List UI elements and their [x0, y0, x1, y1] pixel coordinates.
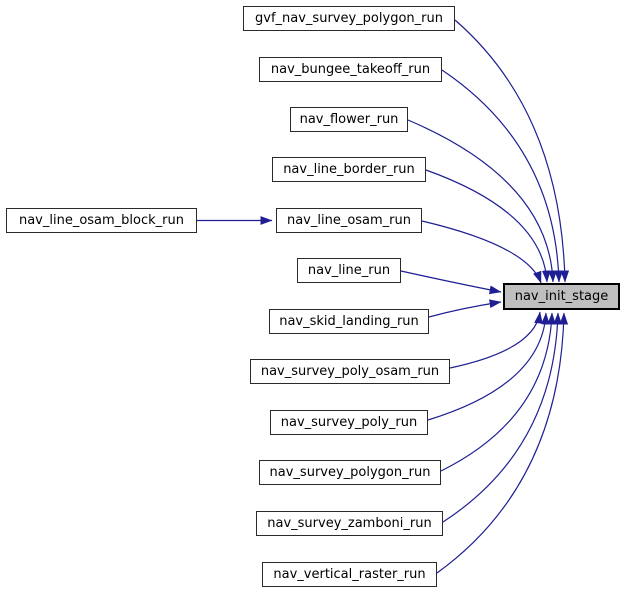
node-nav-bungee-takeoff-run[interactable]: nav_bungee_takeoff_run	[259, 57, 442, 82]
node-nav-vertical-raster-run[interactable]: nav_vertical_raster_run	[262, 562, 437, 587]
node-nav-survey-poly-osam-run[interactable]: nav_survey_poly_osam_run	[250, 359, 450, 384]
node-nav-line-border-run[interactable]: nav_line_border_run	[272, 157, 426, 182]
node-nav-line-run[interactable]: nav_line_run	[297, 258, 401, 283]
node-nav-survey-polygon-run[interactable]: nav_survey_polygon_run	[259, 460, 441, 485]
edge-flower	[407, 119, 557, 283]
node-nav-survey-poly-run[interactable]: nav_survey_poly_run	[270, 410, 428, 435]
node-gvf-nav-survey-polygon-run[interactable]: gvf_nav_survey_polygon_run	[243, 6, 455, 31]
node-nav-skid-landing-run[interactable]: nav_skid_landing_run	[269, 309, 429, 334]
edge-skid-landing	[428, 299, 502, 318]
edge-line-run	[400, 270, 502, 295]
edge-bungee-takeoff	[441, 69, 564, 283]
node-nav-init-stage: nav_init_stage	[503, 283, 620, 310]
edge-line-osam	[421, 220, 542, 284]
node-nav-survey-zamboni-run[interactable]: nav_survey_zamboni_run	[256, 511, 443, 536]
node-nav-line-osam-run[interactable]: nav_line_osam_run	[276, 208, 422, 233]
edge-line-border	[425, 169, 551, 283]
edge-survey-poly-osam	[449, 311, 543, 369]
edge-survey-poly	[427, 312, 550, 421]
edge-survey-polygon	[440, 312, 556, 472]
node-nav-line-osam-block-run[interactable]: nav_line_osam_block_run	[6, 208, 197, 233]
edge-survey-zamboni	[442, 312, 563, 523]
node-nav-flower-run[interactable]: nav_flower_run	[290, 107, 408, 132]
edge-vertical-raster	[436, 312, 569, 574]
edge-gvf-survey-polygon	[454, 19, 570, 283]
